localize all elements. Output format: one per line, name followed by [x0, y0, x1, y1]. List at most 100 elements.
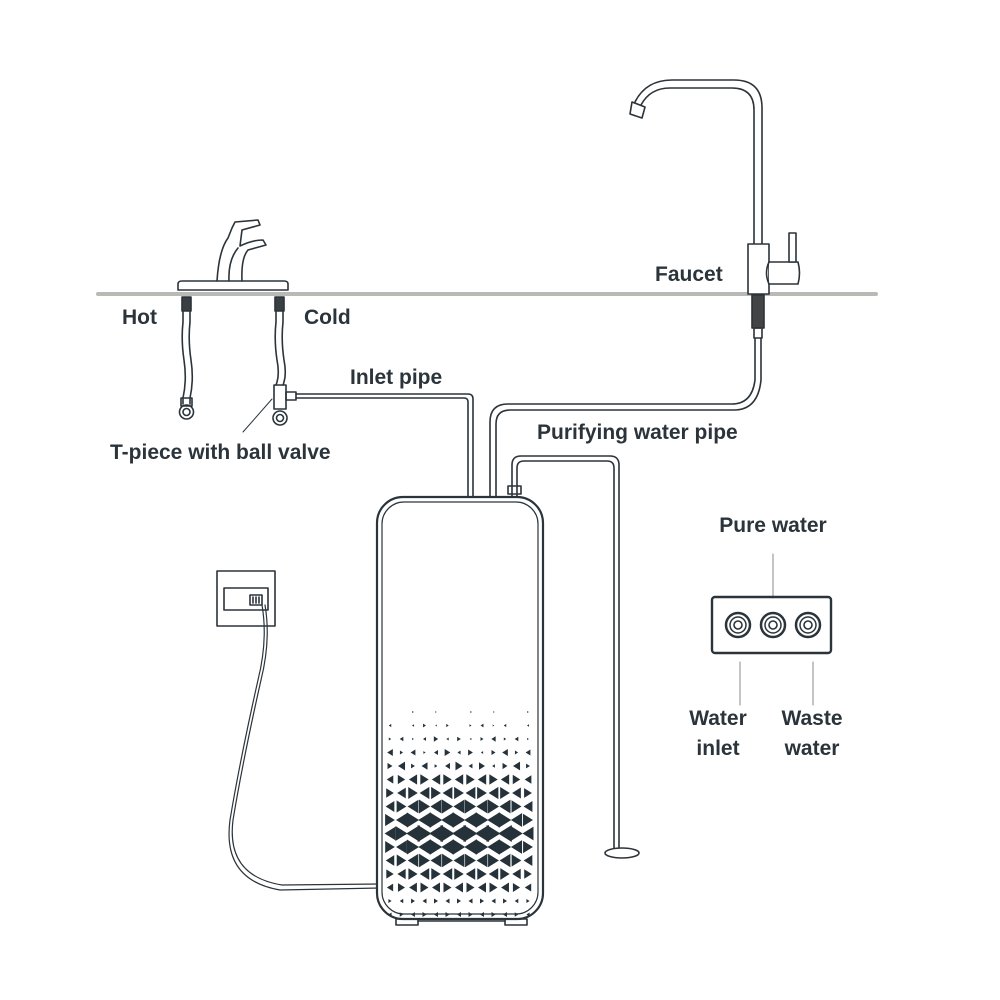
- pattern-triangle: [466, 774, 475, 785]
- pattern-triangle: [422, 912, 427, 917]
- pattern-triangle: [406, 839, 420, 855]
- pattern-triangle: [434, 912, 438, 917]
- pattern-triangle: [503, 723, 507, 728]
- pattern-triangle: [491, 750, 496, 755]
- cold-hose-t-piece: [242, 296, 297, 433]
- pattern-triangle: [477, 786, 487, 800]
- pattern-triangle: [503, 912, 507, 917]
- pattern-triangle: [397, 761, 406, 771]
- pattern-triangle: [453, 853, 465, 868]
- pattern-triangle: [527, 737, 529, 741]
- pattern-triangle: [498, 839, 512, 855]
- pattern-triangle: [441, 799, 454, 814]
- pattern-triangle: [397, 787, 406, 799]
- pattern-triangle: [525, 749, 531, 756]
- pattern-triangle: [418, 812, 431, 828]
- pattern-triangle: [491, 736, 496, 742]
- pattern-triangle: [431, 786, 441, 800]
- pattern-triangle: [441, 812, 454, 828]
- pattern-triangle: [418, 839, 431, 855]
- pattern-triangle: [488, 868, 499, 880]
- water-inlet-port-icon: [724, 611, 752, 639]
- purifying-water-pipe: [489, 337, 762, 498]
- power-socket-icon: [216, 570, 276, 627]
- pattern-triangle: [469, 724, 472, 727]
- pattern-triangle: [469, 711, 472, 713]
- pattern-triangle: [510, 825, 523, 842]
- faucet-label: Faucet: [655, 263, 723, 286]
- pattern-triangle: [385, 813, 395, 827]
- pattern-triangle: [385, 801, 395, 812]
- pattern-triangle: [396, 840, 407, 854]
- pattern-triangle: [406, 812, 420, 828]
- pattern-triangle: [526, 763, 530, 769]
- pattern-triangle: [406, 825, 420, 842]
- pure-water-port-icon: [759, 611, 787, 639]
- pattern-triangle: [466, 882, 475, 893]
- pattern-triangle: [442, 868, 453, 880]
- pattern-triangle: [388, 912, 392, 917]
- pattern-triangle: [492, 711, 495, 713]
- pattern-triangle: [399, 912, 404, 917]
- pattern-triangle: [419, 853, 430, 868]
- pattern-triangle: [499, 853, 511, 868]
- pattern-triangle: [502, 748, 508, 757]
- pattern-triangle: [441, 839, 454, 855]
- waste-water-label-line1: Waste: [781, 707, 843, 730]
- pattern-triangle: [420, 774, 429, 785]
- pattern-triangle: [523, 800, 533, 813]
- pattern-triangle: [511, 800, 522, 813]
- pattern-triangle: [457, 912, 461, 917]
- pattern-triangle: [475, 824, 489, 843]
- pattern-triangle: [422, 737, 427, 741]
- pattern-triangle: [476, 799, 488, 814]
- pattern-triangle: [468, 898, 473, 904]
- pattern-triangle: [480, 723, 484, 728]
- pattern-triangle: [433, 736, 439, 742]
- pattern-triangle: [524, 883, 532, 892]
- inlet-pipe-label: Inlet pipe: [350, 366, 443, 389]
- pattern-triangle: [526, 724, 530, 727]
- pattern-triangle: [432, 882, 440, 893]
- pattern-triangle: [492, 764, 495, 768]
- pattern-triangle: [510, 813, 523, 827]
- pattern-triangle: [387, 748, 393, 757]
- pattern-triangle: [488, 786, 499, 800]
- pattern-triangle: [411, 912, 415, 917]
- pattern-triangle: [423, 723, 426, 728]
- cold-label: Cold: [304, 306, 351, 329]
- pattern-triangle: [396, 800, 407, 813]
- pattern-triangle: [388, 723, 392, 728]
- pattern-triangle: [512, 787, 521, 799]
- pattern-triangle: [417, 824, 432, 843]
- pattern-triangle: [397, 868, 406, 880]
- pattern-triangle: [522, 826, 534, 841]
- pattern-triangle: [457, 898, 461, 904]
- pattern-triangle: [454, 774, 464, 785]
- pattern-triangle: [399, 736, 404, 742]
- pattern-triangle: [434, 750, 438, 755]
- pattern-triangle: [500, 786, 510, 800]
- purifier-unit: [375, 495, 545, 926]
- pattern-triangle: [399, 750, 404, 755]
- pattern-triangle: [523, 840, 533, 854]
- pattern-triangle: [527, 711, 529, 713]
- pattern-triangle: [395, 825, 408, 842]
- pattern-triangle: [452, 812, 466, 828]
- pattern-triangle: [514, 750, 519, 755]
- pattern-triangle: [408, 774, 418, 785]
- pattern-triangle: [479, 762, 485, 770]
- pattern-triangle: [442, 853, 453, 868]
- pattern-triangle: [446, 737, 449, 741]
- pattern-triangle: [501, 882, 509, 893]
- pattern-triangle: [487, 839, 500, 855]
- pattern-triangle: [488, 853, 499, 868]
- pattern-triangle: [386, 869, 394, 879]
- pattern-triangle: [453, 799, 465, 814]
- pattern-triangle: [464, 839, 477, 855]
- pattern-triangle: [524, 775, 532, 784]
- pattern-triangle: [475, 839, 489, 855]
- waste-water-port-icon: [794, 611, 822, 639]
- pattern-triangle: [465, 853, 476, 868]
- pattern-triangle: [435, 724, 437, 727]
